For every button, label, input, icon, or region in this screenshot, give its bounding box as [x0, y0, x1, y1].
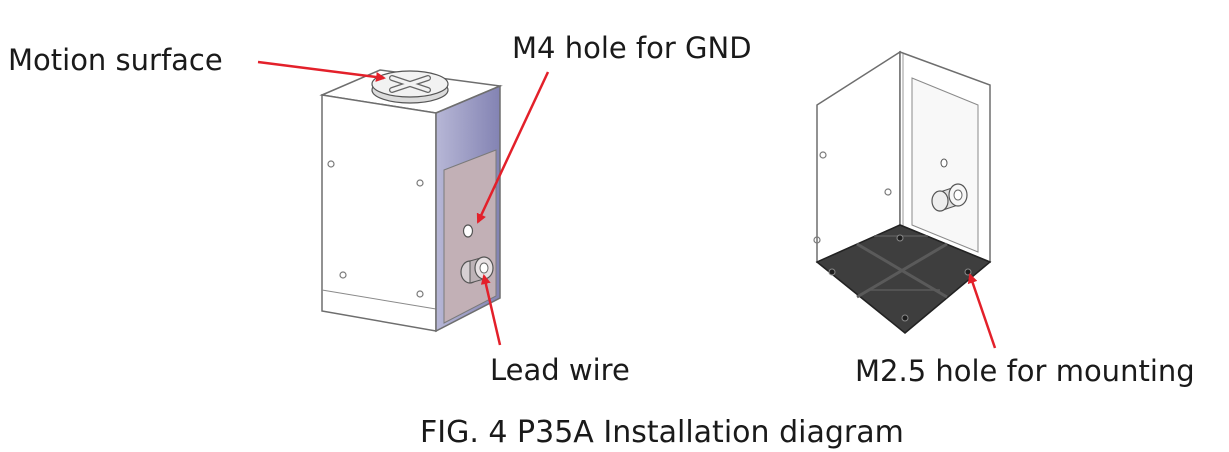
m25-hole — [964, 268, 972, 276]
label-m4-hole: M4 hole for GND — [512, 31, 752, 65]
device-front-view — [319, 69, 503, 333]
label-lead-wire: Lead wire — [490, 353, 630, 387]
device-bottom-view — [813, 50, 992, 334]
callout-arrows — [257, 60, 997, 349]
arrow-motion-surface — [257, 60, 386, 82]
figure-caption: FIG. 4 P35A Installation diagram — [420, 415, 904, 450]
label-m25-hole: M2.5 hole for mounting — [855, 354, 1195, 388]
motion-surface-disc — [371, 70, 449, 104]
lead-wire-connector — [460, 256, 494, 284]
m4-hole — [462, 224, 474, 238]
arrow-m4-hole — [476, 71, 550, 224]
arrow-m25-hole — [967, 273, 997, 349]
arrow-lead-wire — [480, 274, 502, 346]
label-motion-surface: Motion surface — [8, 43, 223, 77]
